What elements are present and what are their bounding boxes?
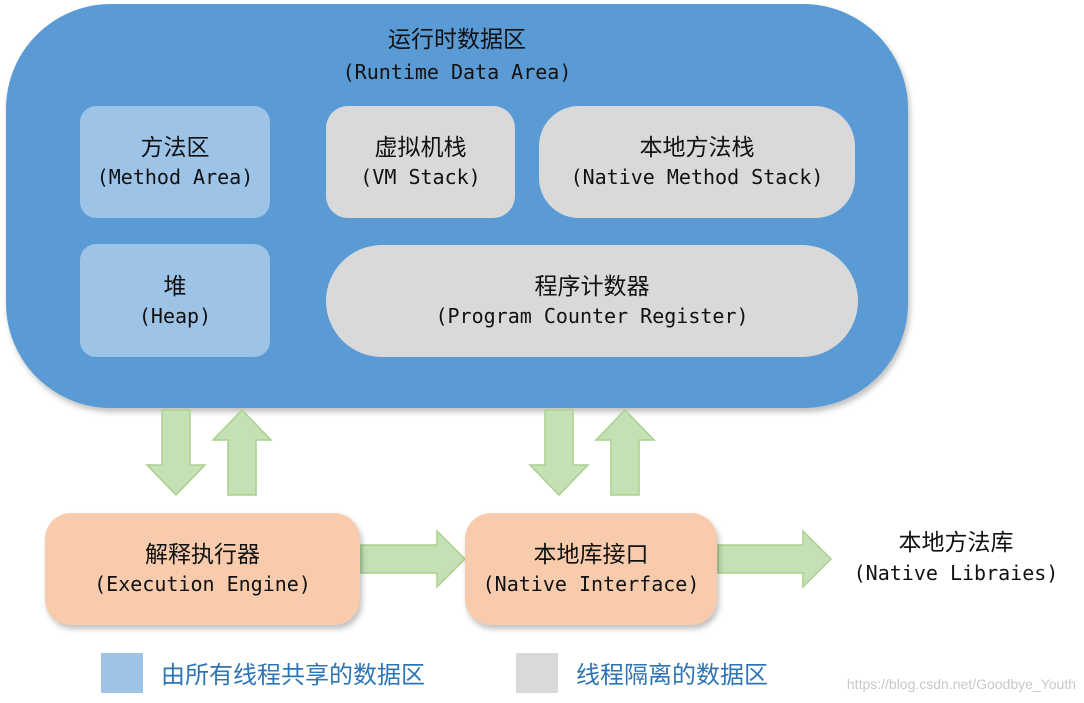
runtime-area-title-cn: 运行时数据区 bbox=[388, 27, 526, 53]
arrow-up-right bbox=[594, 408, 656, 496]
pc-register-label-en: (Program Counter Register) bbox=[435, 304, 749, 328]
vm-stack-label-en: (VM Stack) bbox=[360, 165, 481, 189]
arrow-right-native-to-lib bbox=[717, 529, 833, 589]
heap-label-en: (Heap) bbox=[138, 303, 212, 328]
vm-stack-box: 虚拟机栈 (VM Stack) bbox=[326, 106, 515, 218]
method-area-label-en: (Method Area) bbox=[96, 165, 254, 189]
pc-register-label-cn: 程序计数器 bbox=[534, 274, 650, 300]
pc-register-box: 程序计数器 (Program Counter Register) bbox=[326, 245, 858, 357]
execution-engine-label-en: (Execution Engine) bbox=[94, 572, 311, 596]
native-libraries-label: 本地方法库 (Native Libraies) bbox=[840, 528, 1072, 588]
legend-shared-swatch bbox=[101, 653, 143, 693]
heap-box: 堆 (Heap) bbox=[80, 244, 270, 357]
native-method-stack-label-en: (Native Method Stack) bbox=[570, 165, 824, 189]
vm-stack-label-cn: 虚拟机栈 bbox=[374, 135, 467, 161]
arrow-down-right bbox=[528, 409, 590, 497]
native-libraries-label-cn: 本地方法库 bbox=[898, 530, 1014, 556]
native-interface-label-cn: 本地库接口 bbox=[533, 542, 649, 568]
arrow-down-left bbox=[145, 409, 207, 497]
execution-engine-label-cn: 解释执行器 bbox=[145, 542, 260, 568]
runtime-area-title-en: (Runtime Data Area) bbox=[342, 60, 572, 84]
native-interface-label-en: (Native Interface) bbox=[482, 572, 700, 596]
arrow-up-left bbox=[211, 408, 273, 496]
execution-engine-box: 解释执行器 (Execution Engine) bbox=[45, 513, 360, 625]
arrow-right-exec-to-native bbox=[360, 529, 467, 589]
method-area-label-cn: 方法区 bbox=[140, 135, 210, 161]
watermark: https://blog.csdn.net/Goodbye_Youth bbox=[846, 676, 1076, 692]
native-method-stack-box: 本地方法栈 (Native Method Stack) bbox=[539, 106, 855, 218]
legend-isolated-label: 线程隔离的数据区 bbox=[576, 661, 768, 689]
method-area-box: 方法区 (Method Area) bbox=[80, 106, 270, 218]
legend-isolated-swatch bbox=[516, 653, 558, 693]
legend-shared-label: 由所有线程共享的数据区 bbox=[161, 661, 425, 689]
native-interface-box: 本地库接口 (Native Interface) bbox=[465, 513, 717, 625]
native-libraries-label-en: (Native Libraies) bbox=[853, 561, 1059, 585]
heap-label-cn: 堆 bbox=[163, 273, 187, 300]
native-method-stack-label-cn: 本地方法栈 bbox=[639, 135, 755, 161]
